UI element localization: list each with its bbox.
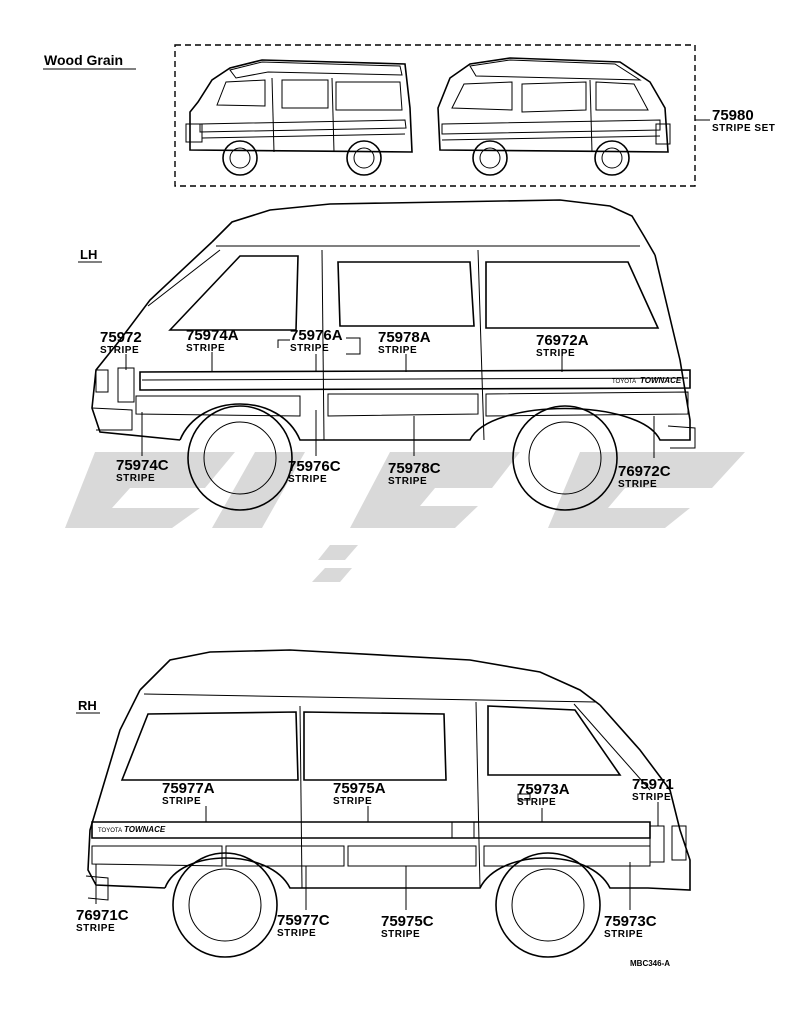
lh-emblem-brand: TOYOTA: [612, 379, 636, 385]
callout-desc: STRIPE: [76, 923, 115, 934]
callout-part: 75973A: [517, 781, 570, 798]
lh-side-label: LH: [80, 247, 97, 262]
callout-part: 75975C: [381, 913, 434, 930]
callout-desc: STRIPE: [388, 476, 427, 487]
lh-leader-lines: [125, 352, 655, 458]
rh-callout-2: 75975A STRIPE: [333, 780, 386, 807]
callout-desc: STRIPE: [162, 796, 201, 807]
callout-desc: STRIPE: [618, 479, 657, 490]
stripe-set-box: [174, 44, 696, 187]
wood-grain-title: Wood Grain: [44, 52, 123, 68]
callout-desc: STRIPE: [517, 797, 556, 808]
rh-van: TOYOTA TOWNACE: [85, 649, 691, 958]
rh-callout-5: 76971C STRIPE: [76, 907, 129, 934]
lh-callout-7: 75976C STRIPE: [288, 458, 341, 485]
rh-callout-7: 75975C STRIPE: [381, 913, 434, 940]
lh-callout-8: 75978C STRIPE: [388, 460, 441, 487]
callout-part: 76971C: [76, 907, 129, 924]
rh-emblem-model: TOWNACE: [124, 825, 166, 834]
lh-callout-4: 75978A STRIPE: [378, 329, 431, 356]
callout-part: 75978C: [388, 460, 441, 477]
callout-desc: STRIPE: [632, 792, 671, 803]
callout-part: 75971: [632, 776, 674, 793]
lh-emblem-model: TOWNACE: [640, 376, 682, 385]
lh-callout-9: 76972C STRIPE: [618, 463, 671, 490]
lh-callout-3: 75976A STRIPE: [290, 327, 343, 354]
rh-callout-6: 75977C STRIPE: [277, 912, 330, 939]
callout-part: 76972A: [536, 332, 589, 349]
drawing-code: MBC346-A: [630, 959, 670, 968]
lh-callout-6: 75974C STRIPE: [116, 457, 169, 484]
callout-desc: STRIPE: [378, 345, 417, 356]
rh-side-label: RH: [78, 698, 97, 713]
callout-desc: STRIPE: [116, 473, 155, 484]
set-part-desc: STRIPE SET: [712, 123, 775, 134]
callout-desc: STRIPE: [381, 929, 420, 940]
rh-callout-3: 75973A STRIPE: [517, 781, 570, 808]
callout-desc: STRIPE: [288, 474, 327, 485]
callout-desc: STRIPE: [604, 929, 643, 940]
small-van-front-view: [185, 59, 413, 176]
callout-part: 75976C: [288, 458, 341, 475]
callout-part: 75978A: [378, 329, 431, 346]
set-part-number: 75980: [712, 107, 754, 124]
callout-part: 75974C: [116, 457, 169, 474]
callout-part: 75977C: [277, 912, 330, 929]
lh-van: TOYOTA TOWNACE: [91, 199, 696, 511]
callout-part: 76972C: [618, 463, 671, 480]
callout-desc: STRIPE: [333, 796, 372, 807]
rh-callout-1: 75977A STRIPE: [162, 780, 215, 807]
callout-part: 75972: [100, 329, 142, 346]
rh-emblem-brand: TOYOTA: [98, 828, 122, 834]
lh-callout-1: 75972 STRIPE: [100, 329, 142, 356]
callout-part: 75973C: [604, 913, 657, 930]
callout-part: 75976A: [290, 327, 343, 344]
callout-desc: STRIPE: [100, 345, 139, 356]
rh-callout-8: 75973C STRIPE: [604, 913, 657, 940]
rh-leader-lines: [95, 802, 659, 910]
callout-part: 75977A: [162, 780, 215, 797]
callout-desc: STRIPE: [186, 343, 225, 354]
small-van-rear-view: [437, 57, 671, 176]
callout-desc: STRIPE: [277, 928, 316, 939]
lh-callout-5: 76972A STRIPE: [536, 332, 589, 359]
rh-callout-4: 75971 STRIPE: [632, 776, 674, 803]
watermark-logo: [65, 452, 745, 582]
callout-desc: STRIPE: [536, 348, 575, 359]
callout-desc: STRIPE: [290, 343, 329, 354]
callout-part: 75974A: [186, 327, 239, 344]
callout-part: 75975A: [333, 780, 386, 797]
lh-callout-2: 75974A STRIPE: [186, 327, 239, 354]
